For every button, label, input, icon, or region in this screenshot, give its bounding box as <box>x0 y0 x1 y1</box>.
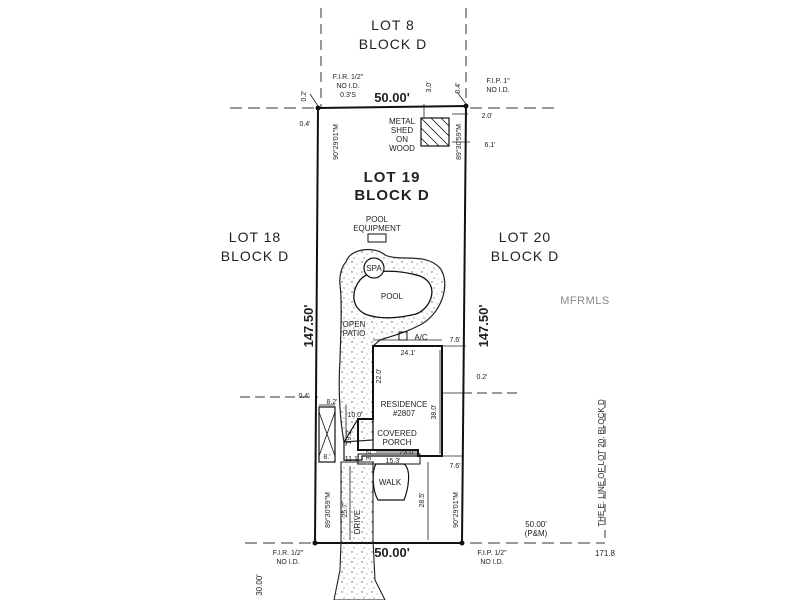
walk-label: WALK <box>379 478 402 487</box>
residence-label: RESIDENCE <box>381 400 428 409</box>
pool-label: POOL <box>381 292 404 301</box>
dim-285: 28.5' <box>419 493 426 508</box>
dim-61: 6.1' <box>484 142 495 149</box>
north-dimension: 50.00' <box>374 90 410 105</box>
dim-02-nw: 0.2' <box>301 90 308 101</box>
porch-label-1: COVERED <box>377 429 417 438</box>
patio-label-2: PATIO <box>343 329 366 338</box>
dim-8a: 8.2' <box>326 399 337 406</box>
pool-equipment-label-1: POOL <box>366 215 389 224</box>
pm-note: (P&M) <box>525 529 548 538</box>
sw-monument <box>312 540 318 546</box>
sw-mon-1: F.I.R. 1/2" <box>273 550 304 557</box>
lot8-block-label: BLOCK D <box>359 36 427 52</box>
lot19-label: LOT 19 <box>364 169 421 186</box>
bearing-se: 90°29'01"M <box>452 492 460 528</box>
road-dimension: 30.00' <box>255 574 264 596</box>
shed-label-3: ON <box>396 135 408 144</box>
lot18-block-label: BLOCK D <box>221 248 289 264</box>
dim-20: 2.0' <box>481 113 492 120</box>
mls-watermark: MFRMLS <box>560 295 609 307</box>
dim-8b: 8.' <box>323 454 330 461</box>
dim-76-bot: 7.6' <box>449 463 460 470</box>
south-dimension: 50.00' <box>374 545 410 560</box>
dim-380: 38.0' <box>431 405 438 420</box>
covered-porch <box>343 418 419 461</box>
nw-mon-1: F.I.R. 1/2" <box>333 74 364 81</box>
bearing-nw: 90°29'01"M <box>332 124 340 160</box>
nw-mon-3: 0.3'S <box>340 92 356 99</box>
se-monument <box>459 540 465 546</box>
metal-shed <box>420 117 450 147</box>
east-dimension: 147.50' <box>476 305 491 348</box>
dim-100: 10.0' <box>348 412 363 419</box>
dim-04-ne: 0.4' <box>455 82 462 93</box>
lot20-block-label: BLOCK D <box>491 248 559 264</box>
bearing-sw: 89°30'59"M <box>324 492 332 528</box>
dim-220: 22.0' <box>376 369 383 384</box>
dim-230: 23.0' <box>400 449 415 456</box>
lot8-label: LOT 8 <box>371 17 415 33</box>
pool-outline <box>353 270 433 319</box>
ne-mon-2: NO I.D. <box>486 87 509 94</box>
spa-outline <box>363 257 385 279</box>
bearing-ne: 89°30'59"M <box>455 124 463 160</box>
shed-label-4: WOOD <box>389 144 415 153</box>
ne-monument <box>463 103 469 109</box>
nw-mon-2: NO I.D. <box>336 83 359 90</box>
offset-1718: 171.8 <box>595 549 616 558</box>
shed-hatch <box>420 117 450 147</box>
shed-label-2: SHED <box>391 126 413 135</box>
dim-30-top: 3.0' <box>426 81 433 92</box>
dim-04-west: 0.4' <box>298 393 309 400</box>
dim-257: 25.7' <box>342 503 349 518</box>
shed-label-1: METAL <box>389 117 416 126</box>
pool-equipment-label-2: EQUIPMENT <box>353 224 401 233</box>
dim-153: 15.3' <box>386 458 401 465</box>
driveway <box>333 461 386 600</box>
patio-label-1: OPEN <box>343 320 366 329</box>
porch-label-2: PORCH <box>383 438 412 447</box>
pm-dimension: 50.00' <box>525 520 547 529</box>
se-mon-1: F.I.P. 1/2" <box>477 550 507 557</box>
ac-label: A/C <box>414 333 428 342</box>
west-dimension: 147.50' <box>301 305 316 348</box>
lot20-label: LOT 20 <box>499 229 551 245</box>
dim-241: 24.1' <box>401 350 416 357</box>
lot18-label: LOT 18 <box>229 229 281 245</box>
dim-76-top: 7.6' <box>449 337 460 344</box>
dimension-lines <box>309 91 470 540</box>
east-line-note: THE E. LINE OF LOT 20, BLOCK D <box>597 399 606 527</box>
dim-192: 19.2' <box>346 430 353 445</box>
dim-111: 11.1' <box>345 456 359 463</box>
sw-mon-2: NO I.D. <box>276 559 299 566</box>
ne-mon-1: F.I.P. 1" <box>486 78 510 85</box>
dim-02-east: 0.2' <box>476 374 487 381</box>
pool-equipment-pad <box>367 233 387 243</box>
spa-label: SPA <box>366 264 382 273</box>
dim-32: 3.2' <box>366 449 373 460</box>
drive-label: DRIVE <box>353 510 362 534</box>
lot19-block-label: BLOCK D <box>354 187 429 204</box>
nw-monument <box>315 105 321 111</box>
dim-04-nw: 0.4' <box>299 121 310 128</box>
residence-number: #2807 <box>393 409 416 418</box>
west-strip <box>318 406 336 463</box>
west-strip-cross <box>318 411 336 457</box>
se-mon-2: NO I.D. <box>480 559 503 566</box>
